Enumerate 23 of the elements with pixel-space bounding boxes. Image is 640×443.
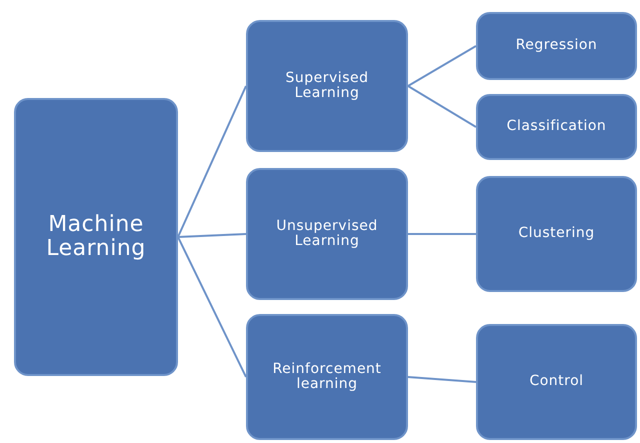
box-label: Control	[529, 374, 584, 390]
box-label: Unsupervised Learning	[275, 218, 379, 250]
connector-line	[177, 86, 247, 238]
process-box	[476, 12, 637, 80]
process-box	[14, 98, 178, 376]
process-box	[246, 314, 408, 440]
process-box	[246, 20, 408, 152]
connector-line	[408, 45, 476, 87]
box-label: Machine Learning	[45, 212, 147, 262]
box-label: Clustering	[518, 226, 595, 242]
process-box	[476, 176, 637, 292]
process-box	[476, 324, 637, 440]
connector-line	[407, 85, 477, 128]
box-label: Regression	[516, 38, 598, 54]
box-label: Classification	[506, 119, 606, 135]
connector-line	[408, 376, 476, 383]
connector-line	[177, 236, 247, 378]
process-box	[246, 168, 408, 300]
box-label: Supervised Learning	[284, 70, 370, 102]
connector-line	[178, 233, 246, 238]
box-label: Reinforcement learning	[272, 362, 382, 392]
process-box	[476, 94, 637, 160]
connector-line	[408, 233, 476, 235]
